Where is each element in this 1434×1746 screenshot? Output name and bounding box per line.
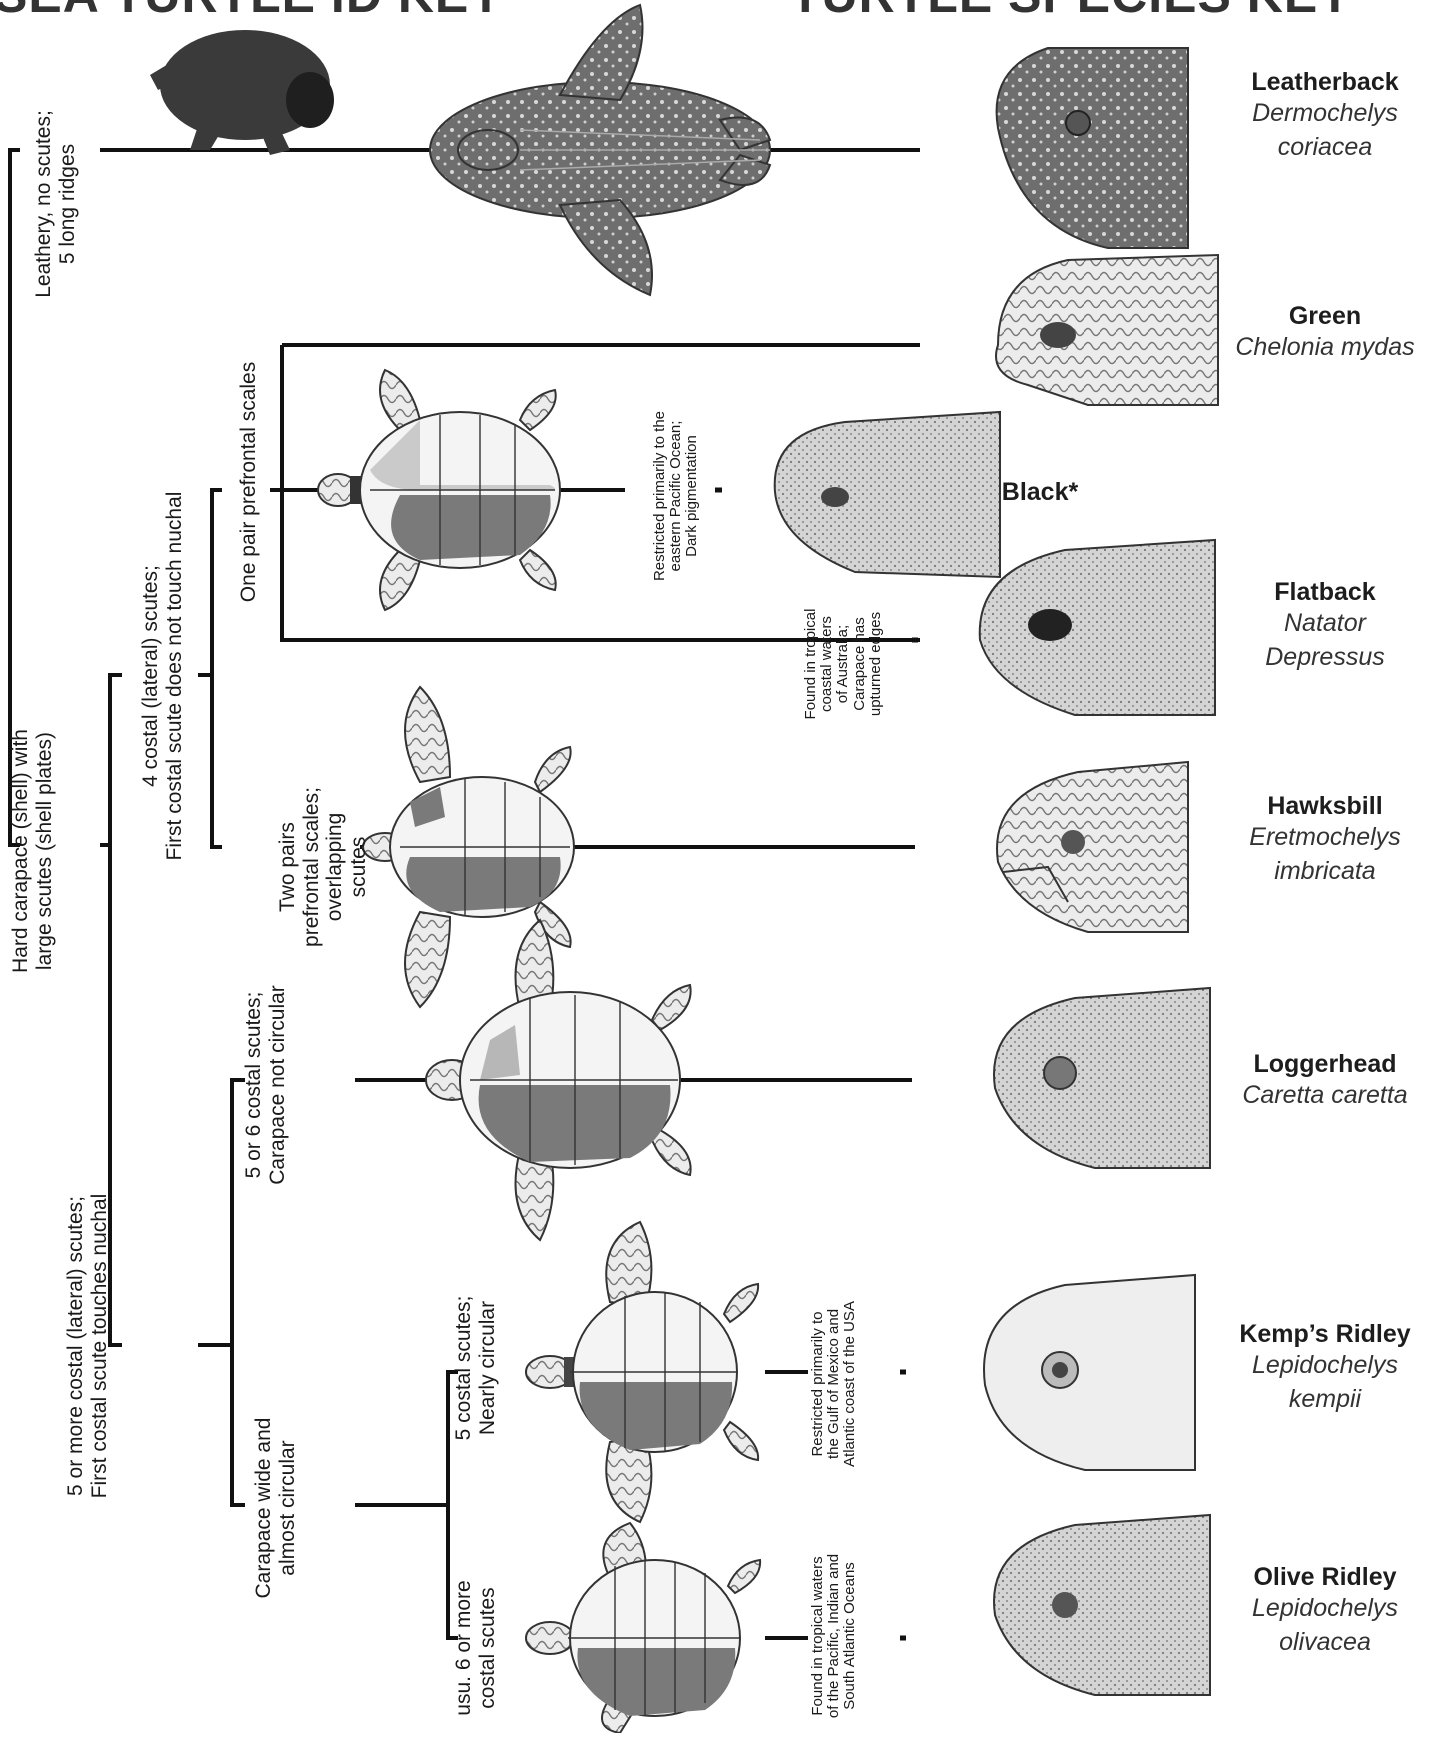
species-scientific-name: Lepidochelys kempii [1210,1349,1434,1417]
olive-ridley-turtle-illustration [526,1523,760,1733]
flatback-head-illustration [980,540,1215,715]
species-common-name: Black* [960,478,1120,507]
species-flatback: Flatback Natator Depressus [1210,578,1434,675]
species-loggerhead: Loggerhead Caretta caretta [1210,1050,1434,1113]
black-turtle-illustration [318,370,560,610]
branch-one-pair-prefrontal: One pair prefrontal scales [237,342,267,622]
species-leatherback: Leatherback Dermochelys coriacea [1210,68,1434,165]
kemps-ridley-head-illustration [984,1275,1195,1470]
species-common-name: Kemp’s Ridley [1210,1320,1434,1349]
olive-ridley-head-illustration [994,1515,1210,1695]
species-common-name: Leatherback [1210,68,1434,97]
species-scientific-name: Chelonia mydas [1210,331,1434,365]
leatherback-turtle-illustration [430,5,770,295]
note-kemps-ridley-range: Restricted primarily to the Gulf of Mexi… [810,1274,870,1494]
branch-leathery: Leathery, no scutes; 5 long ridges [32,84,88,324]
branch-hard-carapace: Hard carapace (shell) with large scutes … [9,701,65,1001]
leatherback-head-illustration [997,48,1188,248]
species-kemps-ridley: Kemp’s Ridley Lepidochelys kempii [1210,1320,1434,1417]
green-head-illustration [996,255,1218,405]
branch-five-or-more-costal: 5 or more costal (lateral) scutes; First… [64,1136,120,1556]
branch-two-pairs-prefrontal: Two pairs prefrontal scales; overlapping… [276,757,388,977]
species-scientific-name: Caretta caretta [1210,1079,1434,1113]
hawksbill-head-illustration [997,762,1188,932]
kemps-ridley-turtle-illustration [526,1222,758,1522]
note-black-range: Restricted primarily to the eastern Paci… [652,376,712,616]
species-common-name: Olive Ridley [1210,1563,1434,1592]
leatherback-silhouette-icon [150,30,334,155]
branch-five-or-six-costal: 5 or 6 costal scutes; Carapace not circu… [242,960,298,1210]
loggerhead-head-illustration [994,988,1210,1168]
species-common-name: Green [1210,302,1434,331]
species-scientific-name: Lepidochelys olivacea [1210,1592,1434,1660]
branch-four-costal: 4 costal (lateral) scutes; First costal … [139,466,195,886]
branch-six-or-more-costal: usu. 6 or more costal scutes [452,1568,508,1728]
species-black: Black* [960,478,1120,507]
branch-carapace-wide: Carapace wide and almost circular [252,1408,308,1608]
species-common-name: Hawksbill [1210,792,1434,821]
species-scientific-name: Natator Depressus [1210,607,1434,675]
species-scientific-name: Dermochelys coriacea [1210,97,1434,165]
species-common-name: Flatback [1210,578,1434,607]
species-scientific-name: Eretmochelys imbricata [1210,821,1434,889]
species-hawksbill: Hawksbill Eretmochelys imbricata [1210,792,1434,889]
species-olive-ridley: Olive Ridley Lepidochelys olivacea [1210,1563,1434,1660]
species-green: Green Chelonia mydas [1210,302,1434,365]
note-olive-ridley-range: Found in tropical waters of the Pacific,… [810,1526,870,1746]
species-common-name: Loggerhead [1210,1050,1434,1079]
loggerhead-turtle-illustration [426,920,691,1240]
branch-five-costal-nearly-circular: 5 costal scutes; Nearly circular [452,1278,508,1458]
note-flatback-range: Found in tropical coastal waters of Aust… [803,584,891,744]
